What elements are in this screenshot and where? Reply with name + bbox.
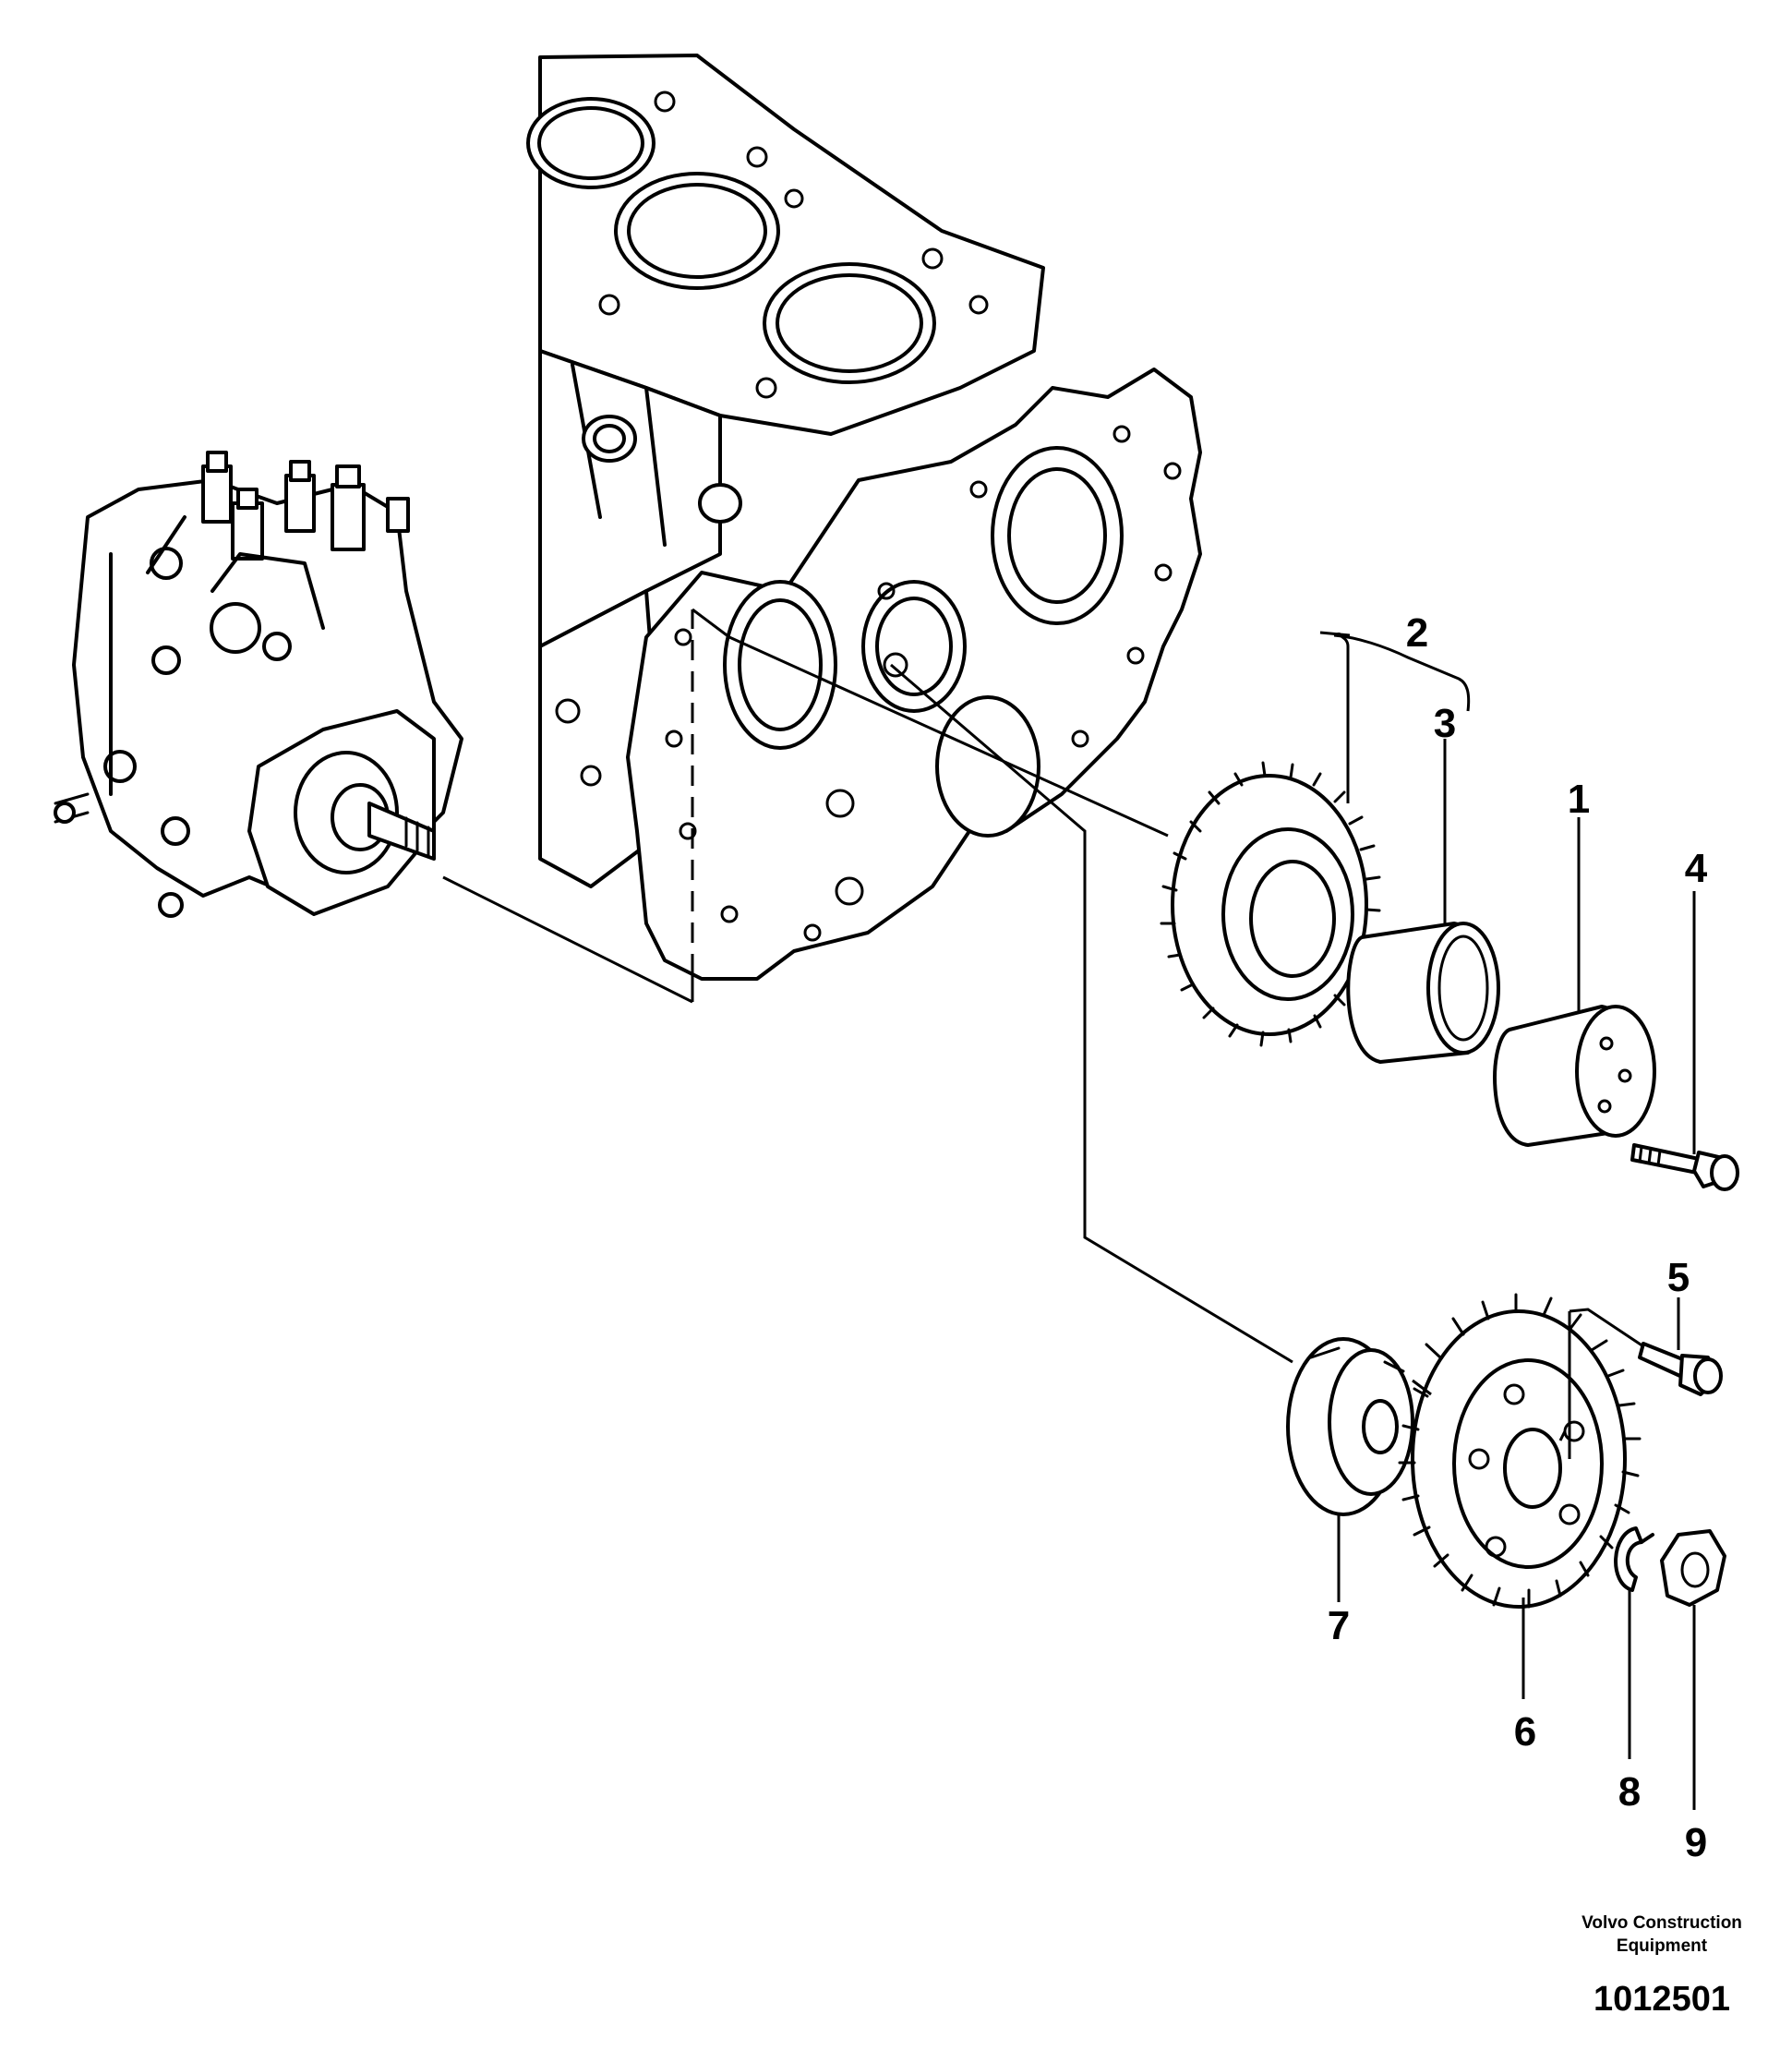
hex-nut [1660, 1529, 1726, 1607]
engine-block [526, 54, 1045, 888]
timing-gear-case-plate [626, 368, 1202, 981]
callout-8: 8 [1618, 1769, 1641, 1815]
bushing [1346, 922, 1500, 1064]
fuel-injection-pump [54, 451, 463, 918]
gear-flange [1286, 1337, 1414, 1516]
callout-leaders [1319, 631, 1696, 1810]
document-number: 1012501 [1594, 1980, 1730, 2019]
idler-gear [1160, 761, 1381, 1047]
callout-7: 7 [1328, 1603, 1350, 1648]
idler-shaft [1493, 1005, 1656, 1147]
bolt [1630, 1143, 1739, 1191]
callout-2: 2 [1406, 610, 1428, 656]
callout-5: 5 [1667, 1255, 1690, 1300]
flange-bolt [1638, 1342, 1723, 1396]
callout-1: 1 [1568, 777, 1590, 822]
brand-label: Volvo Construction Equipment [1582, 1913, 1742, 1956]
pump-gear [1398, 1293, 1642, 1609]
spring-washer [1614, 1526, 1654, 1592]
callout-4: 4 [1685, 846, 1708, 891]
callout-numbers: 1 2 3 4 5 6 7 8 9 [1328, 610, 1708, 1865]
callout-9: 9 [1685, 1820, 1707, 1865]
callout-3: 3 [1434, 701, 1456, 746]
callout-6: 6 [1514, 1709, 1536, 1755]
assembly-lines [442, 608, 1644, 1459]
